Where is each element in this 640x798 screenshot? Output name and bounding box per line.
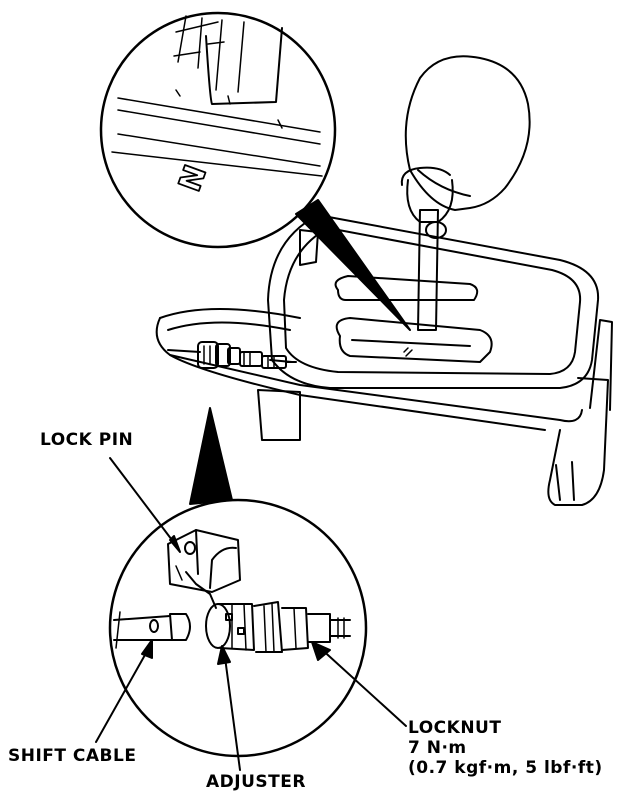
magnifier-cable-adjuster (108, 407, 368, 758)
cable-adjuster-installed (167, 341, 297, 369)
leader-locknut (311, 641, 407, 727)
magnifier-gear-indicator: N (99, 11, 411, 331)
locknut-title: LOCKNUT (408, 718, 502, 738)
locknut-torque-nm: 7 N·m (408, 738, 467, 758)
shift-console-housing (155, 214, 613, 506)
shift-knob (404, 55, 531, 211)
lock-pin (167, 529, 241, 609)
adjuster-part (205, 603, 255, 651)
gear-letter: N (172, 161, 213, 197)
adjuster-label: ADJUSTER (206, 772, 306, 792)
leader-shift-cable (95, 639, 153, 743)
lock-pin-label: LOCK PIN (40, 430, 134, 450)
leader-lock-pin (109, 457, 181, 553)
shift-cable-label: SHIFT CABLE (8, 746, 137, 766)
shift-cable-end (113, 611, 191, 649)
shift-lever (400, 166, 454, 331)
locknut-part (253, 601, 351, 653)
locknut-torque-alt: (0.7 kgf·m, 5 lbf·ft) (408, 758, 603, 778)
locknut-label: LOCKNUT 7 N·m (0.7 kgf·m, 5 lbf·ft) (408, 718, 603, 778)
leader-adjuster (217, 645, 241, 771)
